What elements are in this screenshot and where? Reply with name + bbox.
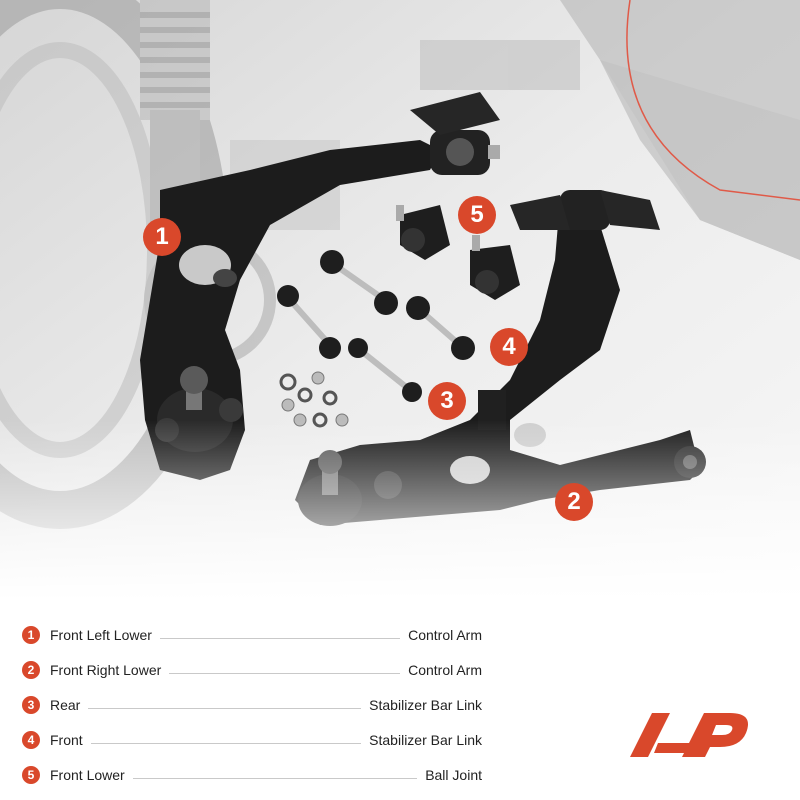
- legend-divider: [169, 673, 401, 674]
- legend-position: Front Right Lower: [50, 661, 162, 678]
- legend-number: 1: [22, 625, 40, 644]
- product-photo: [0, 0, 800, 600]
- legend-part: Stabilizer Bar Link: [369, 696, 482, 713]
- legend-position: Front Lower: [50, 766, 125, 783]
- legend-divider: [90, 743, 362, 744]
- legend-divider: [132, 778, 418, 779]
- a-premium-logo-icon: [630, 713, 748, 757]
- legend-row: 3 Rear Stabilizer Bar Link: [22, 687, 482, 722]
- legend-row: 4 Front Stabilizer Bar Link: [22, 722, 482, 757]
- marker-3: 3: [428, 382, 466, 420]
- legend-part: Control Arm: [408, 661, 482, 678]
- marker-1: 1: [143, 218, 181, 256]
- legend-part: Control Arm: [408, 626, 482, 643]
- legend-row: 1 Front Left Lower Control Arm: [22, 617, 482, 652]
- legend-divider: [88, 708, 362, 709]
- legend-part: Stabilizer Bar Link: [369, 731, 482, 748]
- legend-part: Ball Joint: [425, 766, 482, 783]
- legend-position: Front Left Lower: [50, 626, 152, 643]
- marker-5: 5: [458, 196, 496, 234]
- legend-row: 2 Front Right Lower Control Arm: [22, 652, 482, 687]
- legend-number: 2: [22, 660, 40, 679]
- marker-4: 4: [490, 328, 528, 366]
- legend-row: 5 Front Lower Ball Joint: [22, 757, 482, 792]
- legend-position: Front: [50, 731, 83, 748]
- legend-divider: [159, 638, 401, 639]
- legend-position: Rear: [50, 696, 81, 713]
- legend-number: 4: [22, 730, 40, 749]
- marker-2: 2: [555, 483, 593, 521]
- legend-number: 5: [22, 765, 40, 784]
- parts-legend: 1 Front Left Lower Control Arm 2 Front R…: [22, 617, 482, 792]
- legend-number: 3: [22, 695, 40, 714]
